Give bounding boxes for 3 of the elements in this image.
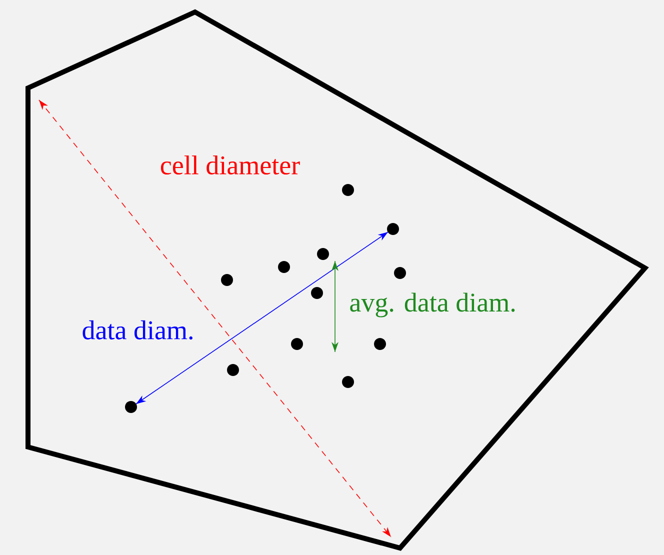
measurement-label: data diam. <box>82 320 192 340</box>
measurement-label: avg. data diam. <box>350 292 515 318</box>
measurement-label: cell diameter <box>160 156 300 174</box>
